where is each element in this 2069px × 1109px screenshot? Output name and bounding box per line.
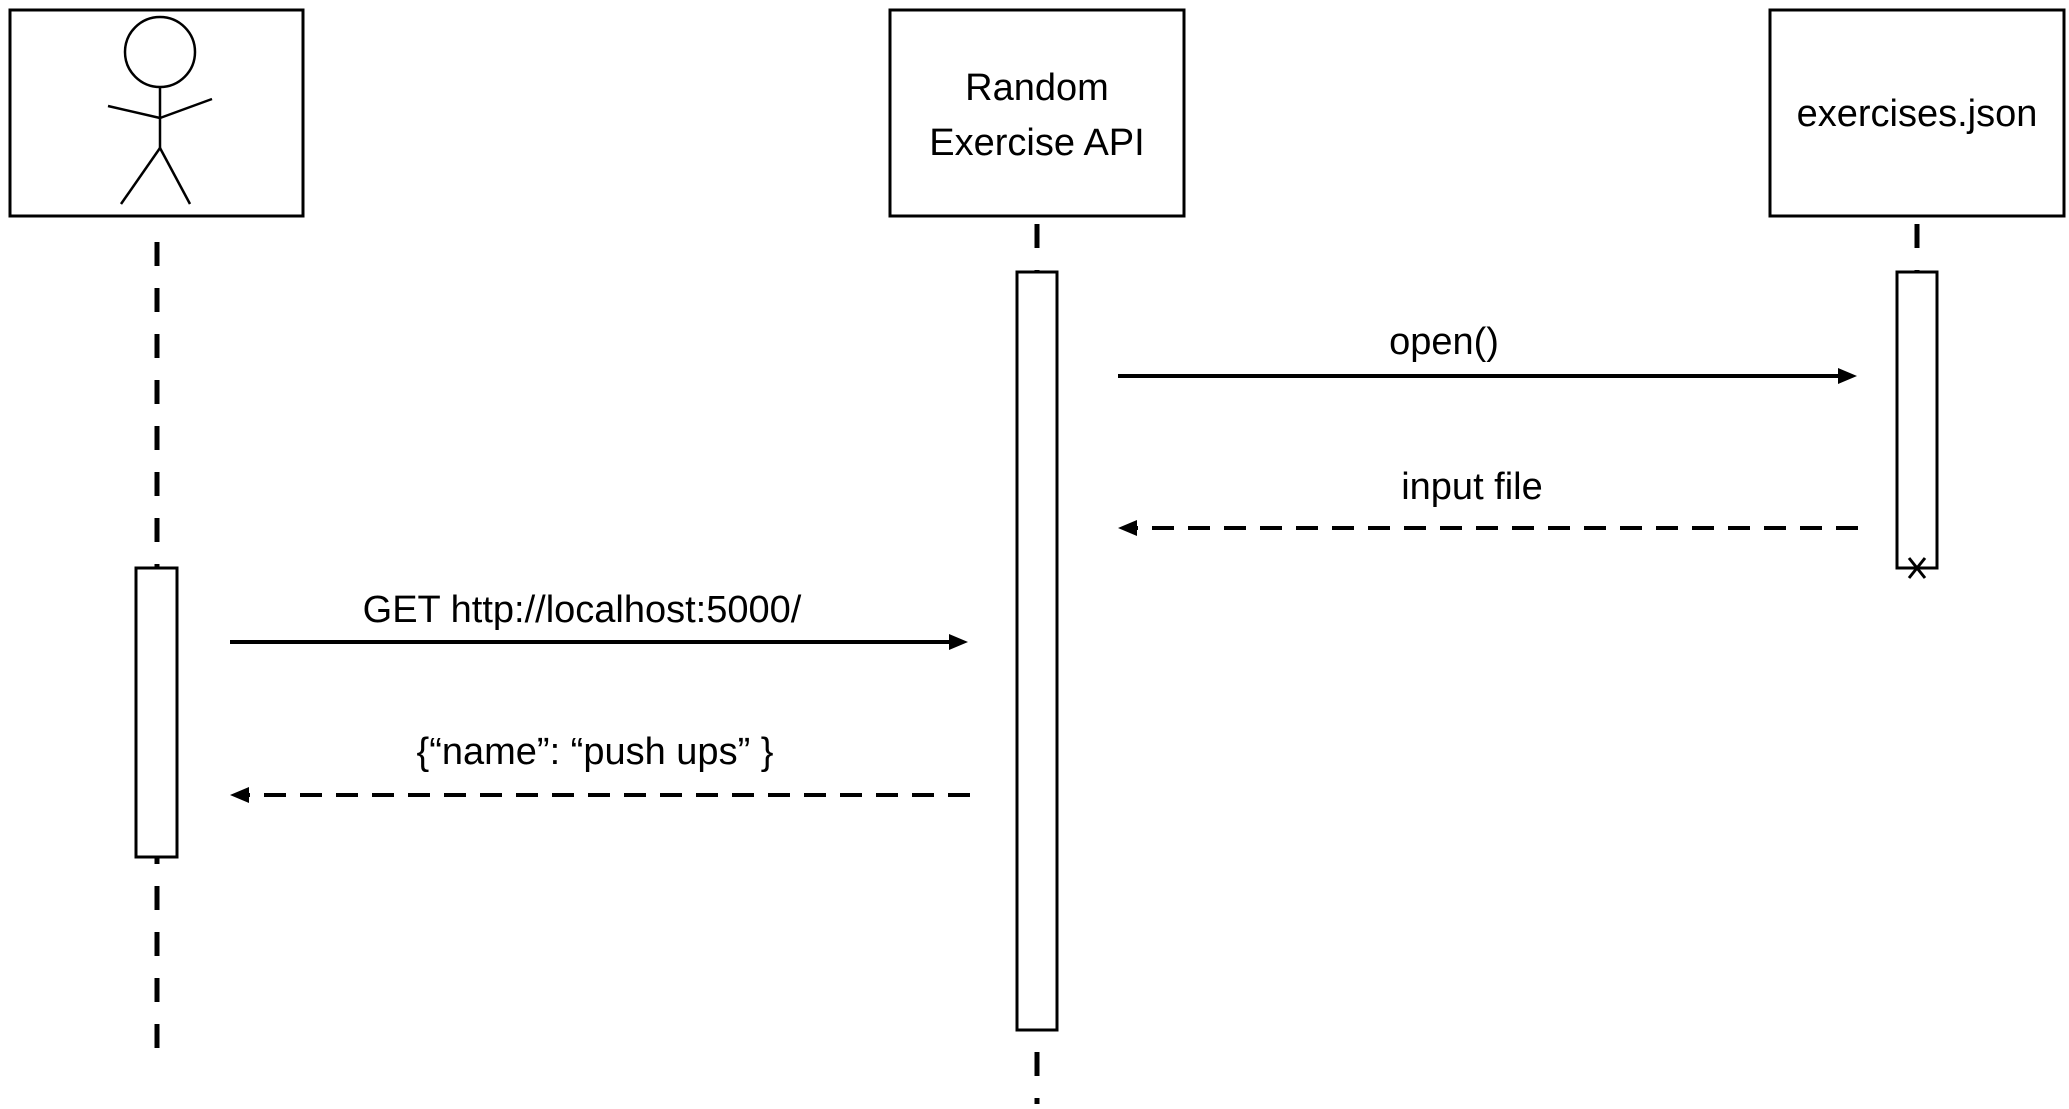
activation-bar-file xyxy=(1895,270,1939,570)
message-get-request: GET http://localhost:5000/ xyxy=(230,589,968,650)
arrowhead-left-icon xyxy=(230,787,249,803)
participant-label-api-line-2: Exercise API xyxy=(929,122,1144,164)
participant-label-api-line-1: Random xyxy=(965,67,1109,109)
destroy-x-icon xyxy=(1907,557,1927,579)
message-label-open: open() xyxy=(1389,321,1499,363)
participant-user xyxy=(8,8,305,218)
message-open: open() xyxy=(1118,321,1857,384)
participant-box-api xyxy=(888,8,1186,218)
participant-file: exercises.json xyxy=(1768,8,2066,218)
arrowhead-right-icon xyxy=(949,634,968,650)
actor-stick-figure-icon xyxy=(107,15,213,205)
message-response: {“name”: “push ups” } xyxy=(230,731,970,803)
participant-label-file: exercises.json xyxy=(1797,93,2038,135)
message-label-response: {“name”: “push ups” } xyxy=(417,731,774,773)
arrowhead-right-icon xyxy=(1838,368,1857,384)
participant-box-user xyxy=(8,8,305,218)
activation-bar-api xyxy=(1015,270,1059,1032)
activation-bar-user xyxy=(134,566,179,859)
message-input-file: input file xyxy=(1118,466,1858,536)
message-label-input-file: input file xyxy=(1401,466,1543,508)
participant-api: Random Exercise API xyxy=(888,8,1186,218)
message-label-get-request: GET http://localhost:5000/ xyxy=(363,589,802,631)
arrowhead-left-icon xyxy=(1118,520,1137,536)
participant-box-file xyxy=(1768,8,2066,218)
